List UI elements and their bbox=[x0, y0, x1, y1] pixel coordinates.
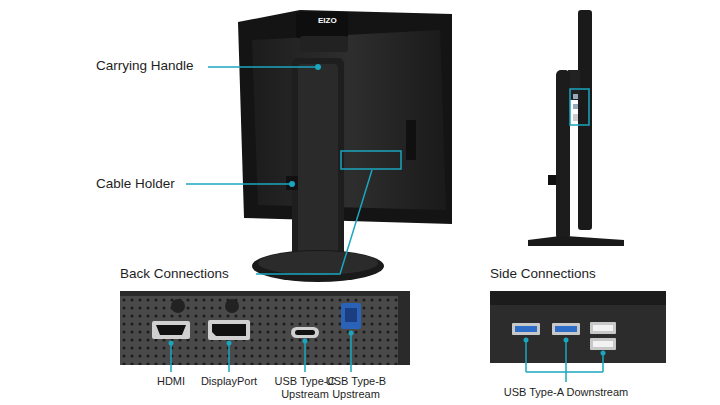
port-label: USB Type-B Upstream bbox=[323, 375, 389, 400]
part-label: Cable Holder bbox=[96, 176, 216, 192]
leader-dots bbox=[289, 64, 321, 187]
port-markers bbox=[171, 333, 351, 372]
side-panel bbox=[490, 291, 666, 363]
back-panel bbox=[120, 291, 410, 365]
monitor-side bbox=[528, 10, 624, 246]
port-label: DisplayPort bbox=[189, 375, 269, 388]
port-bracket bbox=[526, 340, 603, 382]
port-label: HDMI bbox=[141, 375, 201, 388]
port-label: USB Type-A Downstream bbox=[481, 386, 651, 399]
section-label: Back Connections bbox=[120, 266, 260, 282]
brand-logo: EIZO bbox=[318, 16, 358, 25]
section-label: Side Connections bbox=[490, 266, 630, 282]
part-label: Carrying Handle bbox=[96, 58, 226, 74]
monitor-back bbox=[238, 10, 452, 282]
port-marker-dots bbox=[169, 331, 354, 346]
bracket-dots bbox=[524, 338, 606, 356]
leader-lines bbox=[186, 67, 589, 274]
